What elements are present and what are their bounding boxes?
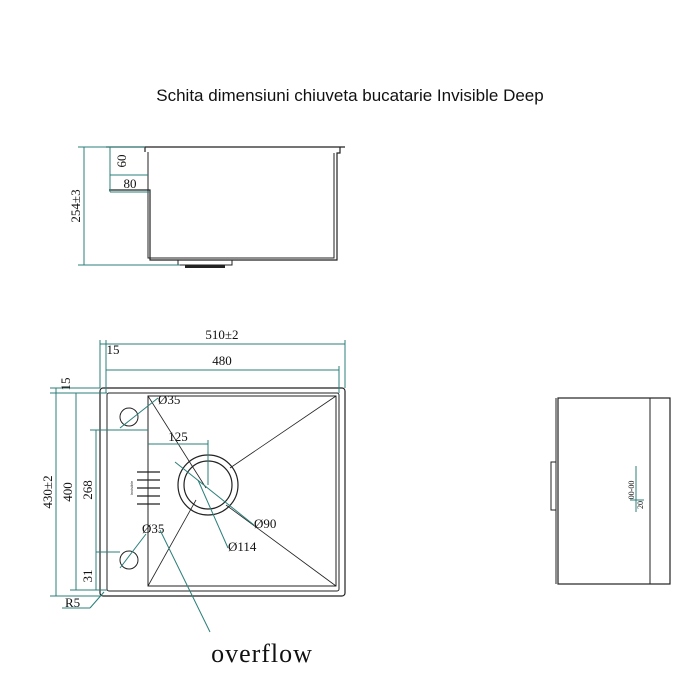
dim-bottom-offset-label: 31 bbox=[80, 570, 95, 583]
leader-corner-radius bbox=[89, 591, 105, 609]
dim-drain-x-label: 125 bbox=[168, 429, 188, 444]
front-drain-stub bbox=[550, 461, 557, 511]
dim-corner-radius-label: R5 bbox=[65, 595, 80, 610]
fold-line-tr bbox=[229, 395, 337, 469]
leader-tap-top bbox=[119, 397, 159, 429]
leader-drain-inner bbox=[174, 461, 255, 526]
plan-bowl-floor bbox=[147, 395, 337, 587]
side-drain-stub bbox=[177, 259, 233, 266]
dim-tap-top-label: Ø35 bbox=[158, 392, 180, 407]
side-inner-wall bbox=[147, 152, 335, 259]
front-outline bbox=[557, 397, 671, 585]
tap-hole-bottom bbox=[119, 550, 139, 570]
plan-outer-rim bbox=[99, 387, 346, 597]
page-title: Schita dimensiuni chiuveta bucatarie Inv… bbox=[156, 86, 544, 105]
front-view: 00-00 20 bbox=[550, 397, 671, 585]
side-view: 254±3 60 80 bbox=[68, 146, 345, 268]
plan-inner-rim bbox=[106, 392, 340, 592]
dim-step-label: 80 bbox=[124, 176, 137, 191]
dim-tap-bottom-label: Ø35 bbox=[142, 521, 164, 536]
leader-tap-bottom bbox=[119, 533, 147, 569]
dim-rim-label: 60 bbox=[114, 155, 129, 168]
top-view: Invisible 510±2 480 15 15 430±2 400 268 … bbox=[40, 327, 346, 668]
front-dim-label-b: 20 bbox=[636, 501, 645, 509]
fold-line-bl bbox=[147, 499, 197, 587]
dim-inner-depth-label: 400 bbox=[60, 482, 75, 502]
brand-mark: Invisible bbox=[129, 480, 134, 495]
dim-edge-top-label: 15 bbox=[58, 378, 73, 391]
dim-edge-left-label: 15 bbox=[107, 342, 120, 357]
tap-hole-top bbox=[119, 407, 139, 427]
overflow-grille bbox=[137, 468, 160, 508]
fold-line-br bbox=[225, 504, 337, 587]
dim-overall-depth-label: 430±2 bbox=[40, 475, 55, 508]
fold-line-tl bbox=[147, 395, 207, 489]
dim-height-label: 254±3 bbox=[68, 189, 83, 222]
dim-drain-outer-label: Ø114 bbox=[228, 539, 257, 554]
leader-drain-outer bbox=[197, 479, 229, 549]
overflow-label: overflow bbox=[211, 639, 313, 668]
leader-overflow bbox=[159, 529, 211, 633]
dim-drain-inner-label: Ø90 bbox=[254, 516, 276, 531]
dim-overall-width-label: 510±2 bbox=[205, 327, 238, 342]
side-drain-base bbox=[185, 265, 225, 268]
side-profile-outline bbox=[106, 146, 345, 261]
dim-inner-width-label: 480 bbox=[212, 353, 232, 368]
dim-drain-y-label: 268 bbox=[80, 480, 95, 500]
front-dim-label-a: 00-00 bbox=[627, 481, 636, 500]
